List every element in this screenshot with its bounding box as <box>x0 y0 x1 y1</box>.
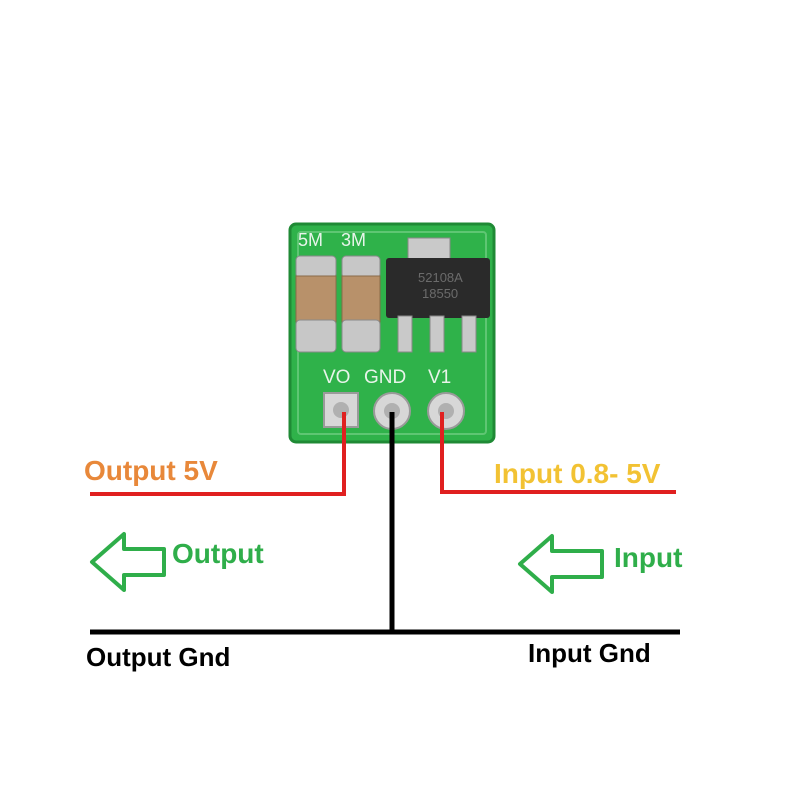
chip-marking-line1: 52108A <box>418 270 463 285</box>
pin-label-gnd: GND <box>364 367 406 388</box>
chip-marking-line2: 18550 <box>422 286 458 301</box>
regulator-chip: 52108A 18550 <box>386 237 490 353</box>
pcb-board: 5M 3M 52108A 18550 VO GND V1 <box>288 222 496 444</box>
output-voltage-label: Output 5V <box>84 455 218 486</box>
wire-output-red <box>90 412 346 496</box>
silk-5m: 5M <box>298 230 323 250</box>
capacitor-3m <box>341 255 381 353</box>
pin-label-vo: VO <box>323 367 350 388</box>
capacitor-5m <box>295 255 337 353</box>
input-voltage-label: Input 0.8- 5V <box>494 458 661 489</box>
pin-label-v1: V1 <box>428 367 451 388</box>
output-gnd-label: Output Gnd <box>86 642 231 672</box>
output-arrow-label: Output <box>172 538 264 569</box>
silk-3m: 3M <box>341 230 366 250</box>
input-arrow-icon <box>518 534 604 594</box>
wire-input-red <box>440 412 676 494</box>
input-arrow-label: Input <box>614 542 683 573</box>
output-arrow-icon <box>90 532 166 592</box>
input-gnd-label: Input Gnd <box>528 638 651 668</box>
